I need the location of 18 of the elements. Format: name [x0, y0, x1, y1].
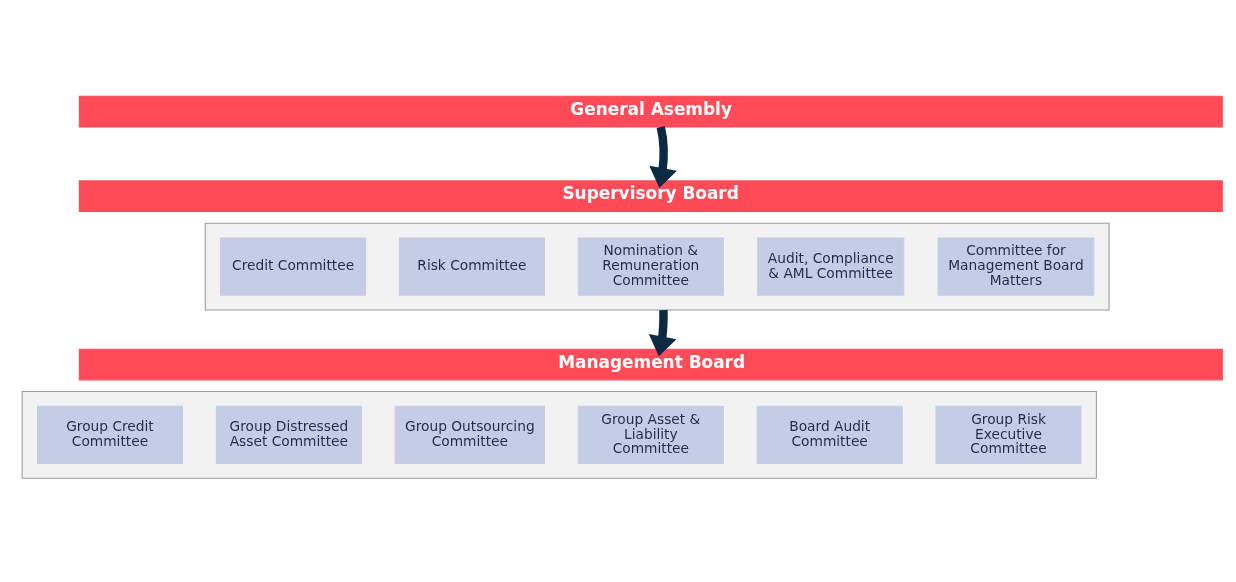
node-box: Group Distressed Asset Committee — [215, 405, 362, 464]
arrow — [648, 309, 677, 356]
node-box: Credit Committee — [220, 237, 367, 296]
node-box: Supervisory Board — [78, 179, 1223, 212]
node-box: Board Audit Committee — [756, 405, 903, 464]
node-box: Group Asset & Liability Committee — [577, 405, 724, 464]
cluster — [21, 390, 1097, 479]
node-box: Group Risk Executive Committee — [935, 405, 1082, 464]
node-box: Management Board — [78, 348, 1223, 380]
arrow — [649, 125, 677, 188]
node-box: General Asembly — [78, 95, 1223, 127]
node-box: Audit, Compliance & AML Committee — [757, 237, 905, 296]
node-box: Group Credit Committee — [36, 405, 183, 464]
cluster — [204, 222, 1110, 311]
node-box: Committee for Management Board Matters — [937, 237, 1095, 296]
node-box: Nomination & Remuneration Committee — [577, 237, 724, 296]
node-box: Group Outsourcing Committee — [394, 405, 545, 464]
node-box: Risk Committee — [398, 237, 545, 296]
